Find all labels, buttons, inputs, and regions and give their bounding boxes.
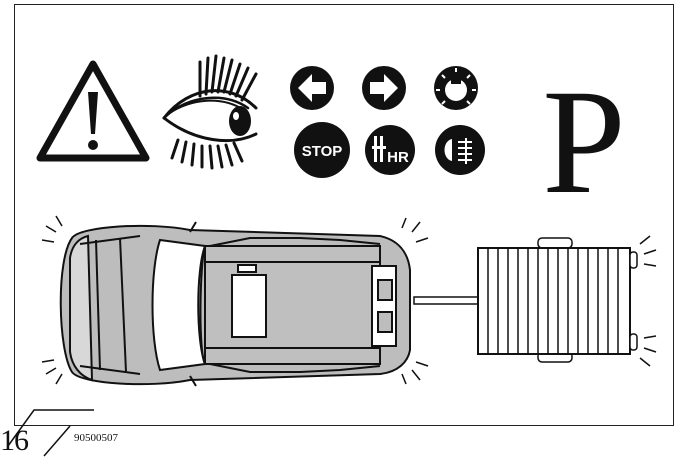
car-flash-rays [41,215,429,385]
stop-label: STOP [302,143,343,160]
page-corner-decoration [7,409,94,457]
left-turn-signal-icon [290,66,334,110]
tow-bar [413,296,481,305]
warning-triangle-icon [36,60,150,162]
fog-light-icon [435,125,485,175]
parking-icon: P [542,59,625,225]
trailer-top-view [477,237,638,363]
right-turn-signal-icon [362,66,406,110]
hazard-lights-icon [434,66,478,110]
figure-frame [14,4,674,426]
stop-icon: STOP [294,122,350,178]
page-number: 16 [0,424,29,457]
heated-rear-window-icon: HR [365,125,415,175]
figure-code: 90500507 [74,432,118,444]
car-top-view [59,221,411,387]
trailer-flash-rays [639,235,657,367]
hr-label: HR [387,149,409,166]
eye-icon [162,54,258,170]
